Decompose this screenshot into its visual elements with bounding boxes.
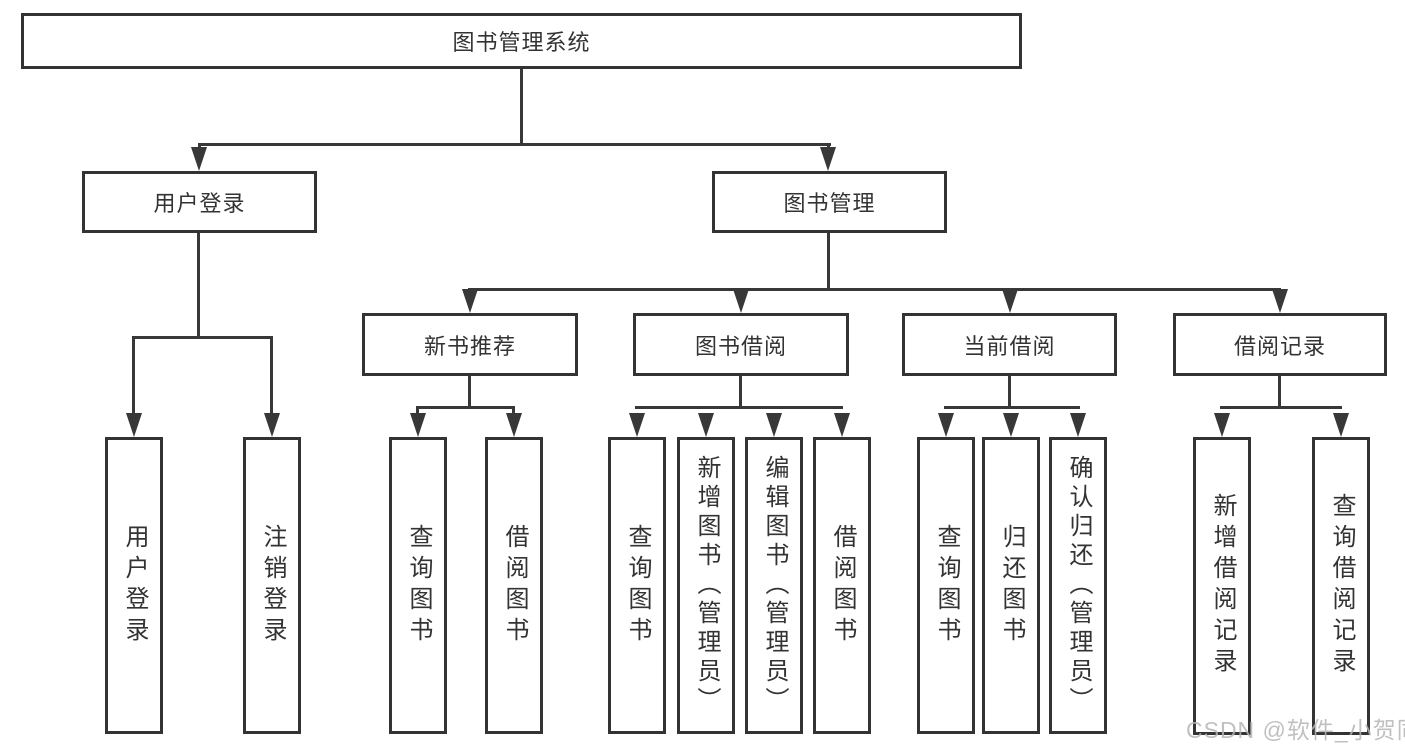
arrow-to-br-query-record	[1333, 413, 1349, 437]
leaf-cb-query-books: 查询图书	[917, 437, 975, 734]
node-user-login: 用户登录	[82, 171, 317, 233]
leaf-cb-confirm-return: 确认归还（管理员）	[1049, 437, 1107, 734]
node-current-borrow: 当前借阅	[902, 313, 1117, 376]
arrow-to-current-borrow	[1002, 289, 1018, 313]
arrow-to-bb-query-books	[629, 413, 645, 437]
arrow-to-bb-borrow-books	[834, 413, 850, 437]
connector-user-login-drop	[197, 233, 200, 336]
connector-leaf-user-login-line	[132, 336, 135, 414]
connector-level3-bar	[468, 288, 1281, 291]
connector-records-drop	[1278, 376, 1281, 406]
leaf-bb-query-books: 查询图书	[608, 437, 666, 734]
leaf-user-login: 用户登录	[105, 437, 163, 734]
connector-level2-bar	[198, 143, 831, 146]
arrow-to-book-borrow	[733, 289, 749, 313]
connector-recommend-drop	[468, 376, 471, 406]
arrow-to-book-mgmt	[820, 147, 836, 171]
connector-records-bar	[1220, 406, 1342, 409]
arrow-to-br-add-record	[1214, 413, 1230, 437]
arrow-to-rec-query-books	[410, 413, 426, 437]
leaf-cb-return-books: 归还图书	[982, 437, 1040, 734]
arrow-to-rec-borrow-books	[506, 413, 522, 437]
leaf-bb-borrow-books: 借阅图书	[813, 437, 871, 734]
arrow-to-cb-return-books	[1003, 413, 1019, 437]
leaf-bb-edit-books: 编辑图书（管理员）	[745, 437, 803, 734]
arrow-to-borrow-records	[1272, 289, 1288, 313]
leaf-rec-query-books: 查询图书	[389, 437, 447, 734]
connector-borrow-bar	[635, 406, 843, 409]
arrow-to-leaf-user-login	[126, 413, 142, 437]
leaf-rec-borrow-books: 借阅图书	[485, 437, 543, 734]
leaf-br-add-record: 新增借阅记录	[1193, 437, 1251, 735]
connector-leaf-logout-line	[270, 336, 273, 414]
arrow-to-cb-confirm-return	[1070, 413, 1086, 437]
connector-root-drop	[520, 69, 523, 143]
csdn-watermark: CSDN @软件_小贺同学	[1186, 717, 1405, 743]
node-book-management: 图书管理	[712, 171, 947, 233]
node-root: 图书管理系统	[21, 13, 1022, 69]
arrow-to-cb-query-books	[938, 413, 954, 437]
node-borrow-records: 借阅记录	[1173, 313, 1387, 376]
connector-recommend-bar	[416, 406, 515, 409]
arrow-to-new-book-recommend	[462, 289, 478, 313]
connector-rec-query-stub	[416, 406, 419, 414]
connector-borrow-drop	[739, 376, 742, 406]
arrow-to-bb-edit-books	[766, 413, 782, 437]
connector-book-mgmt-drop	[827, 233, 830, 288]
arrow-to-bb-add-books	[698, 413, 714, 437]
leaf-br-query-record: 查询借阅记录	[1312, 437, 1370, 735]
connector-current-drop	[1008, 376, 1011, 406]
connector-login-group-bar	[132, 336, 273, 339]
connector-rec-borrow-stub	[512, 406, 515, 414]
node-new-book-recommend: 新书推荐	[362, 313, 578, 376]
arrow-to-leaf-logout	[264, 413, 280, 437]
arrow-to-user-login	[191, 147, 207, 171]
connector-current-bar	[944, 406, 1080, 409]
leaf-bb-add-books: 新增图书（管理员）	[677, 437, 735, 734]
node-book-borrow: 图书借阅	[633, 313, 849, 376]
leaf-logout-login: 注销登录	[243, 437, 301, 734]
